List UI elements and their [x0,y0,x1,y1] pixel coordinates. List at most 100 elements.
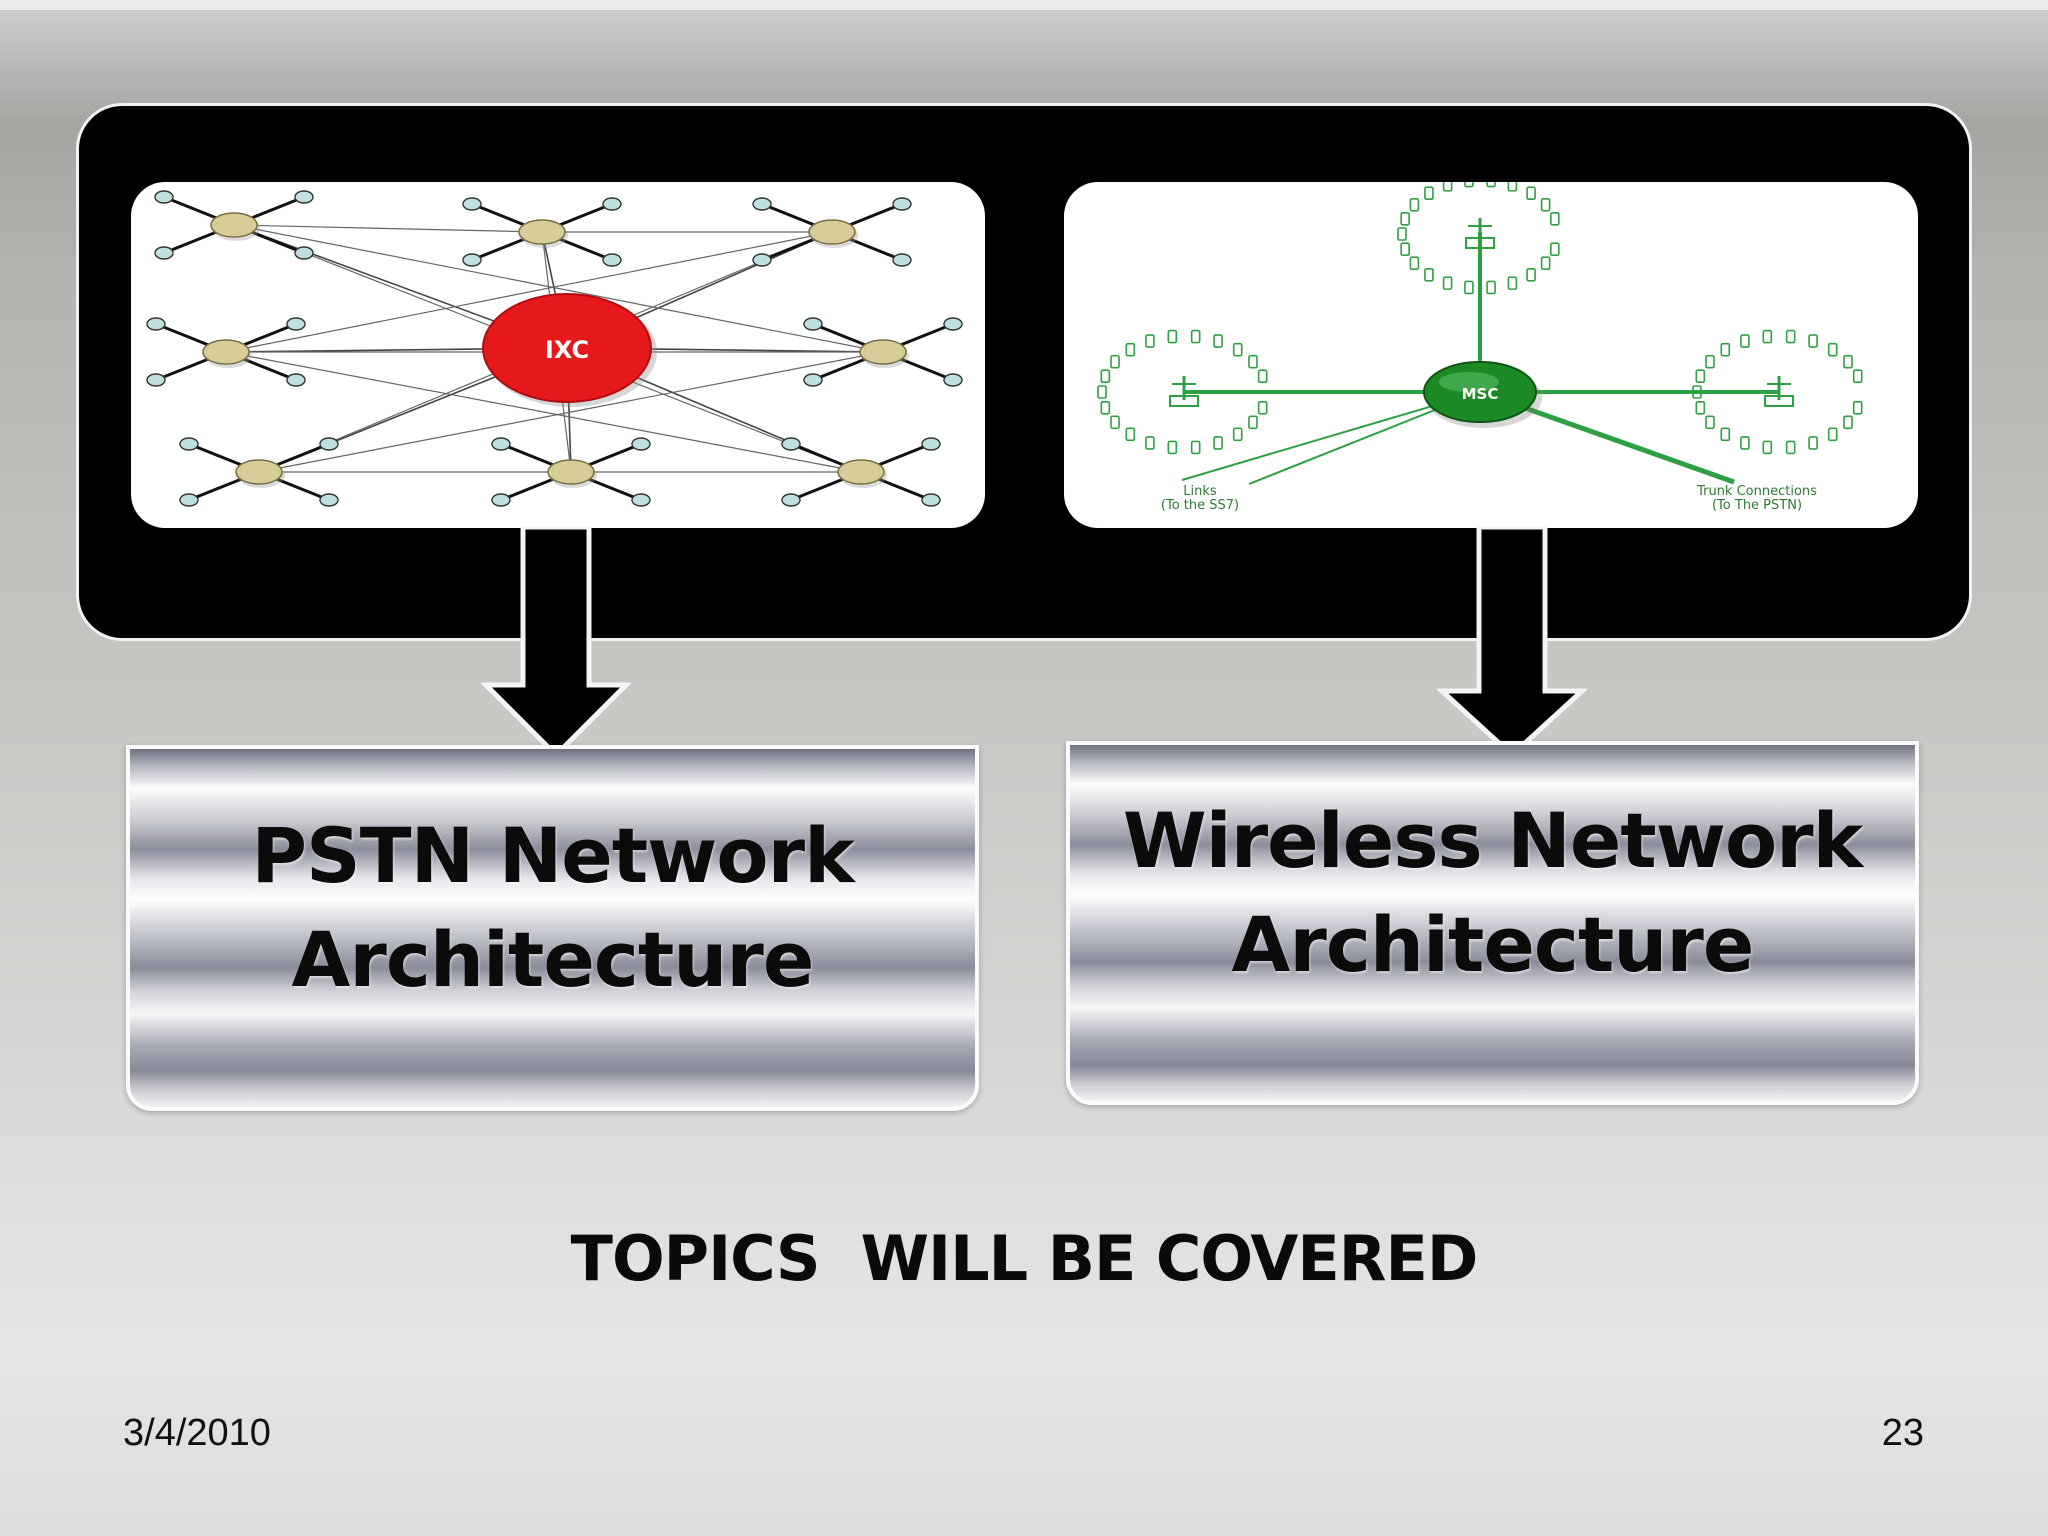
mobile-phone-icon [1695,400,1706,415]
mobile-phone-icon [1257,400,1268,415]
telephone-icon [892,253,912,267]
mobile-phone-icon [1100,369,1111,384]
pstn-local-exchange [491,437,651,507]
telephone-icon [631,437,651,451]
telephone-icon [179,437,199,451]
mobile-phone-icon [1762,329,1773,344]
mobile-phone-icon [1110,415,1120,430]
telephone-icon [892,197,912,211]
links-label-line2: (To the SS7) [1161,498,1239,513]
footer-date: 3/4/2010 [123,1412,271,1454]
telephone-icon [491,437,511,451]
wireless-title-line1: Wireless Network [1122,796,1863,885]
pstn-local-exchange [781,437,941,507]
down-arrow-left [481,527,631,759]
pstn-architecture-title: PSTN Network Architecture [251,804,854,1012]
cell-site-cluster [1097,329,1268,455]
mobile-phone-icon [1550,242,1560,257]
mobile-phone-icon [1507,182,1518,192]
mobile-phone-icon [1720,342,1731,357]
exchange-node-icon [202,339,250,365]
pstn-local-exchange [179,437,339,507]
cell-site-cluster [1397,182,1560,295]
mobile-phone-icon [1248,354,1258,369]
mobile-phone-icon [1248,415,1258,430]
mobile-phone-icon [1100,400,1111,415]
mobile-phone-icon [1167,329,1178,344]
mobile-phone-icon [1145,334,1155,348]
telephone-icon [491,493,511,507]
cell-tower-icon [1764,376,1794,407]
mobile-phone-icon [1740,436,1750,450]
telephone-icon [752,197,772,211]
mobile-phone-icon [1397,227,1407,241]
exchange-node-icon [547,459,595,485]
mobile-phone-icon [1540,198,1551,212]
exchange-node-icon [859,339,907,365]
wireless-architecture-box: Wireless Network Architecture [1066,741,1919,1105]
pstn-local-exchange [146,317,306,387]
telephone-icon [146,373,166,387]
mobile-phone-icon [1785,440,1796,455]
mobile-phone-icon [1486,280,1496,295]
ixc-hub-label: IXC [545,336,589,364]
telephone-icon [921,437,941,451]
mobile-phone-icon [1409,256,1420,270]
wireless-cell-clusters [1097,182,1863,455]
exchange-node-icon [210,212,258,238]
telephone-icon [602,253,622,267]
mobile-phone-icon [1232,427,1243,442]
mobile-phone-icon [1720,427,1731,442]
mobile-phone-icon [1424,186,1434,200]
slide-subtitle: TOPICS WILL BE COVERED [570,1222,1479,1295]
mobile-phone-icon [1400,242,1410,257]
pstn-local-clusters [146,190,963,507]
mobile-phone-icon [1705,354,1715,369]
telephone-icon [146,317,166,331]
pstn-mesh-line [225,351,862,473]
mobile-phone-icon [1232,342,1243,357]
telephone-icon [286,373,306,387]
cell-tower-icon [1465,218,1495,249]
mobile-phone-icon [1808,334,1818,348]
pstn-architecture-box: PSTN Network Architecture [126,745,979,1111]
msc-links [1181,232,1779,485]
mobile-phone-icon [1167,440,1178,455]
msc-hub-label: MSC [1462,385,1499,403]
mobile-phone-icon [1145,436,1155,450]
mobile-phone-icon [1424,268,1434,282]
telephone-icon [319,493,339,507]
telephone-icon [294,246,314,260]
mobile-phone-icon [1808,436,1818,450]
mobile-phone-icon [1507,276,1518,290]
pstn-diagram: IXC [131,182,985,528]
telephone-icon [631,493,651,507]
mobile-phone-icon [1705,415,1715,430]
mobile-phone-icon [1852,369,1863,384]
telephone-icon [179,493,199,507]
links-label-line1: Links [1183,484,1217,499]
pstn-local-exchange [462,197,622,267]
mobile-phone-icon [1190,329,1201,344]
pstn-title-line2: Architecture [291,915,815,1004]
mobile-phone-icon [1550,211,1560,226]
mobile-phone-icon [1464,182,1474,188]
mobile-phone-icon [1852,400,1863,415]
mobile-phone-icon [1110,354,1120,369]
mobile-phone-icon [1442,276,1453,290]
pstn-local-exchange [154,190,314,260]
telephone-icon [781,437,801,451]
pstn-mesh-line [233,224,543,233]
telephone-icon [943,317,963,331]
mobile-phone-icon [1190,440,1201,455]
mobile-phone-icon [1486,182,1496,188]
slide-top-band [0,0,2048,10]
trunk-label-line1: Trunk Connections [1696,484,1817,499]
telephone-icon [154,246,174,260]
down-arrow-right [1437,527,1587,759]
mobile-phone-icon [1740,334,1750,348]
telephone-icon [462,197,482,211]
pstn-mesh-line [258,351,884,473]
telephone-icon [319,437,339,451]
wireless-diagram-graphic: MSC Links (To the SS7) Trunk Connections… [1097,182,1863,513]
